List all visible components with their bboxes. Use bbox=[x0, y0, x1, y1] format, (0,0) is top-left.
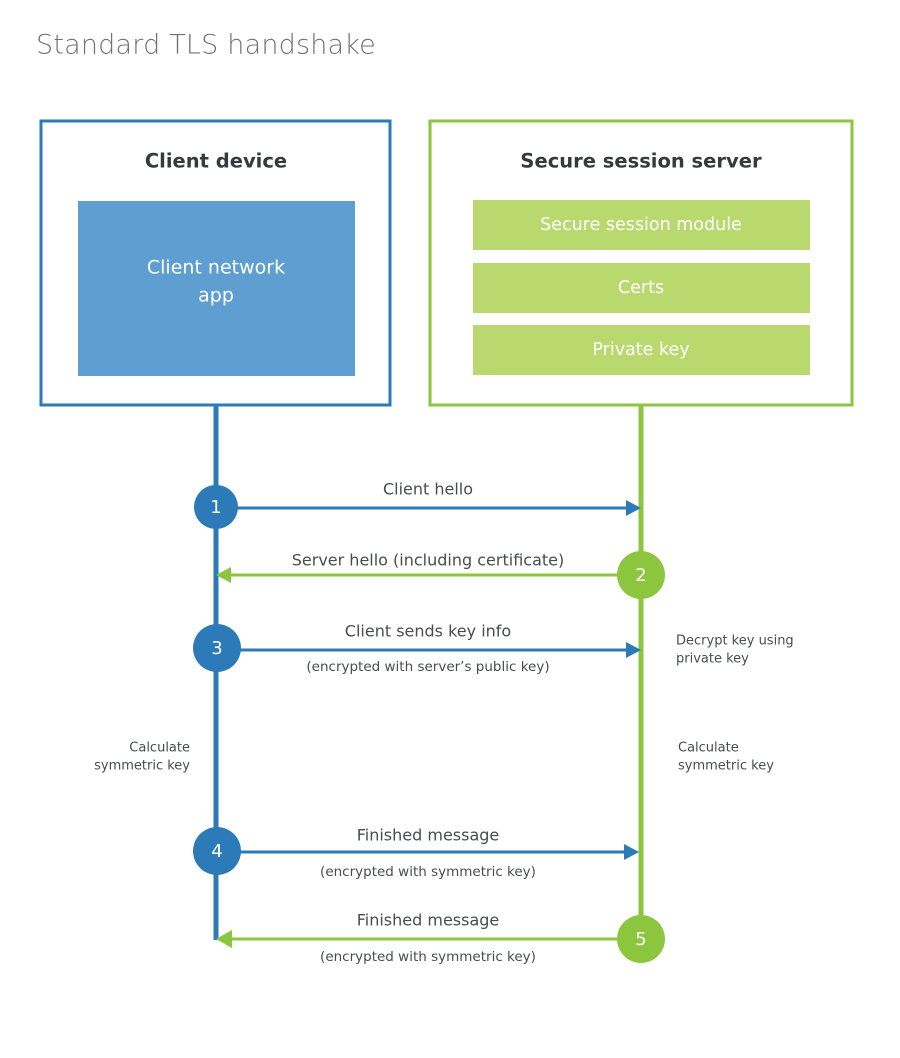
note-server-calculate-line2: symmetric key bbox=[678, 759, 774, 774]
secure-session-server-panel: Secure session server Secure session mod… bbox=[428, 119, 854, 407]
server-item-box-secure-session-module bbox=[473, 200, 810, 250]
step-2-number: 2 bbox=[635, 565, 646, 586]
step-1-arrow-head bbox=[626, 500, 641, 516]
note-client-calculate-line1: Calculate bbox=[129, 741, 190, 756]
server-item-label-certs: Certs bbox=[618, 278, 664, 298]
step-5-sublabel: (encrypted with symmetric key) bbox=[320, 949, 536, 965]
step-3-arrow-head bbox=[626, 642, 641, 658]
server-panel-title: Secure session server bbox=[520, 150, 762, 173]
step-4-arrow-head bbox=[624, 844, 639, 860]
step-1-group: Client hello 1 bbox=[194, 480, 641, 529]
step-2-marker[interactable] bbox=[617, 551, 665, 599]
note-decrypt-key: Decrypt key using private key bbox=[676, 634, 794, 667]
note-decrypt-key-line1: Decrypt key using bbox=[676, 634, 794, 649]
client-device-panel: Client device Client network app bbox=[39, 119, 392, 407]
step-5-label: Finished message bbox=[357, 911, 500, 930]
step-4-group: Finished message (encrypted with symmetr… bbox=[193, 826, 639, 880]
step-3-label: Client sends key info bbox=[345, 622, 511, 641]
step-1-marker[interactable] bbox=[194, 485, 238, 529]
step-2-label: Server hello (including certificate) bbox=[292, 551, 564, 570]
step-3-sublabel: (encrypted with server’s public key) bbox=[306, 659, 549, 675]
client-network-app-box bbox=[78, 201, 355, 376]
server-item-label-private-key: Private key bbox=[592, 340, 689, 360]
note-client-calculate-symmetric-key: Calculate symmetric key bbox=[94, 741, 190, 774]
step-3-marker[interactable] bbox=[193, 624, 241, 672]
page-title: Standard TLS handshake bbox=[36, 30, 376, 61]
server-item-box-certs bbox=[473, 263, 810, 313]
note-server-calculate-line1: Calculate bbox=[678, 741, 739, 756]
step-2-group: Server hello (including certificate) 2 bbox=[216, 551, 665, 599]
step-5-number: 5 bbox=[635, 929, 646, 950]
note-server-calculate-symmetric-key: Calculate symmetric key bbox=[678, 741, 774, 774]
server-item-label-secure-session-module: Secure session module bbox=[540, 215, 742, 235]
step-4-sublabel: (encrypted with symmetric key) bbox=[320, 864, 536, 880]
step-5-marker[interactable] bbox=[617, 915, 665, 963]
step-3-number: 3 bbox=[211, 638, 222, 659]
client-network-app-label-line1: Client network bbox=[147, 257, 285, 279]
step-3-group: Client sends key info (encrypted with se… bbox=[193, 622, 641, 675]
note-client-calculate-line2: symmetric key bbox=[94, 759, 190, 774]
step-5-group: Finished message (encrypted with symmetr… bbox=[216, 911, 665, 965]
note-decrypt-key-line2: private key bbox=[676, 652, 749, 667]
step-1-label: Client hello bbox=[383, 480, 473, 499]
step-1-number: 1 bbox=[210, 497, 221, 518]
server-item-box-private-key bbox=[473, 325, 810, 375]
client-network-app-label-line2: app bbox=[198, 285, 234, 307]
client-panel-title: Client device bbox=[145, 150, 287, 173]
step-2-arrow-head bbox=[216, 567, 231, 583]
step-5-arrow-head bbox=[216, 930, 232, 948]
step-4-label: Finished message bbox=[357, 826, 500, 845]
step-4-number: 4 bbox=[211, 841, 222, 862]
step-4-marker[interactable] bbox=[193, 827, 241, 875]
